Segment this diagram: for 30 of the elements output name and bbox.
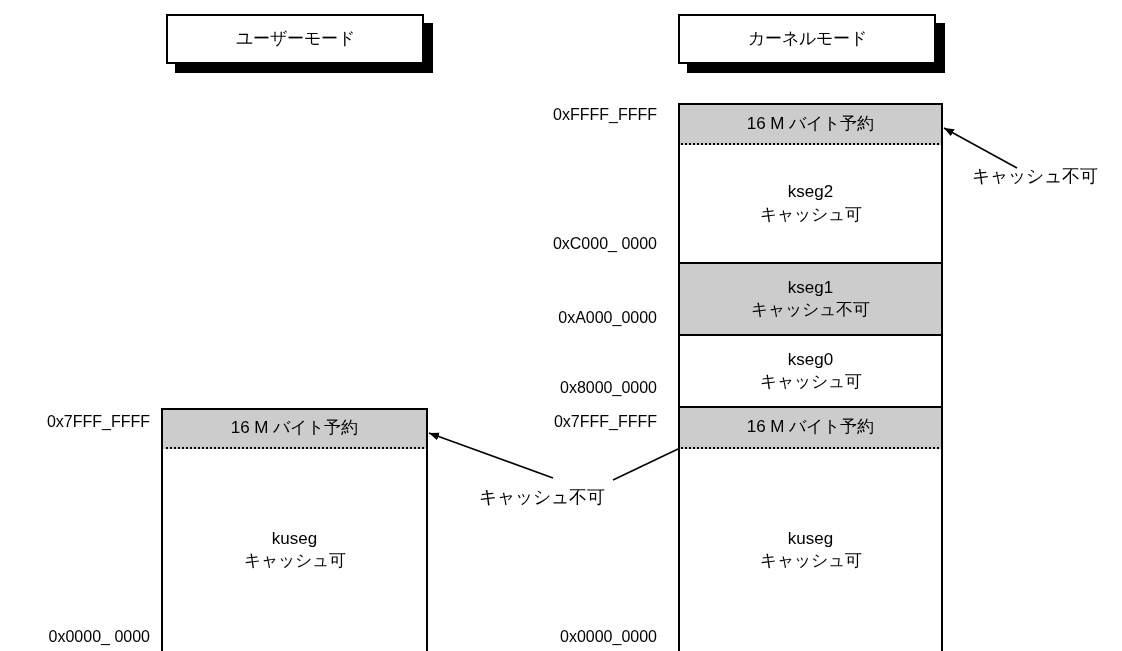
segment-text: キャッシュ可 [243,550,346,572]
segment-text: kseg0 [787,348,834,371]
memory-segment [678,449,943,651]
callout-text: キャッシュ不可 [462,484,622,512]
memory-segment [678,336,943,408]
reserved-segment: 16 M バイト予約 [678,408,943,449]
arrow [943,127,1018,169]
address-label: 0xFFFF_FFFF [553,106,657,124]
segment-text: キャッシュ不可 [751,299,870,321]
address-label: 0xC000_ 0000 [552,235,657,253]
memory-segment [678,145,943,264]
segment-text: キャッシュ可 [759,371,862,393]
segment-text: kseg1 [787,276,834,299]
address-label: 0x8000_0000 [560,379,657,397]
memory-segment [161,449,428,651]
segment-text: kuseg [271,527,318,550]
address-label: 0x0000_0000 [560,628,657,646]
leader-line [612,448,679,481]
callout-text: キャッシュ不可 [950,163,1120,191]
memory-segment [678,264,943,336]
segment-text: キャッシュ可 [759,550,862,572]
address-label: 0xA000_0000 [558,309,657,327]
segment-text: キャッシュ可 [759,203,862,226]
segment-text: kseg2 [787,181,834,204]
arrow [428,432,554,479]
reserved-segment: 16 M バイト予約 [161,408,428,449]
address-label: 0x7FFF_FFFF [553,413,657,431]
reserved-segment: 16 M バイト予約 [678,103,943,145]
segment-text: kuseg [787,527,834,550]
address-label: 0x7FFF_FFFF [46,413,150,431]
